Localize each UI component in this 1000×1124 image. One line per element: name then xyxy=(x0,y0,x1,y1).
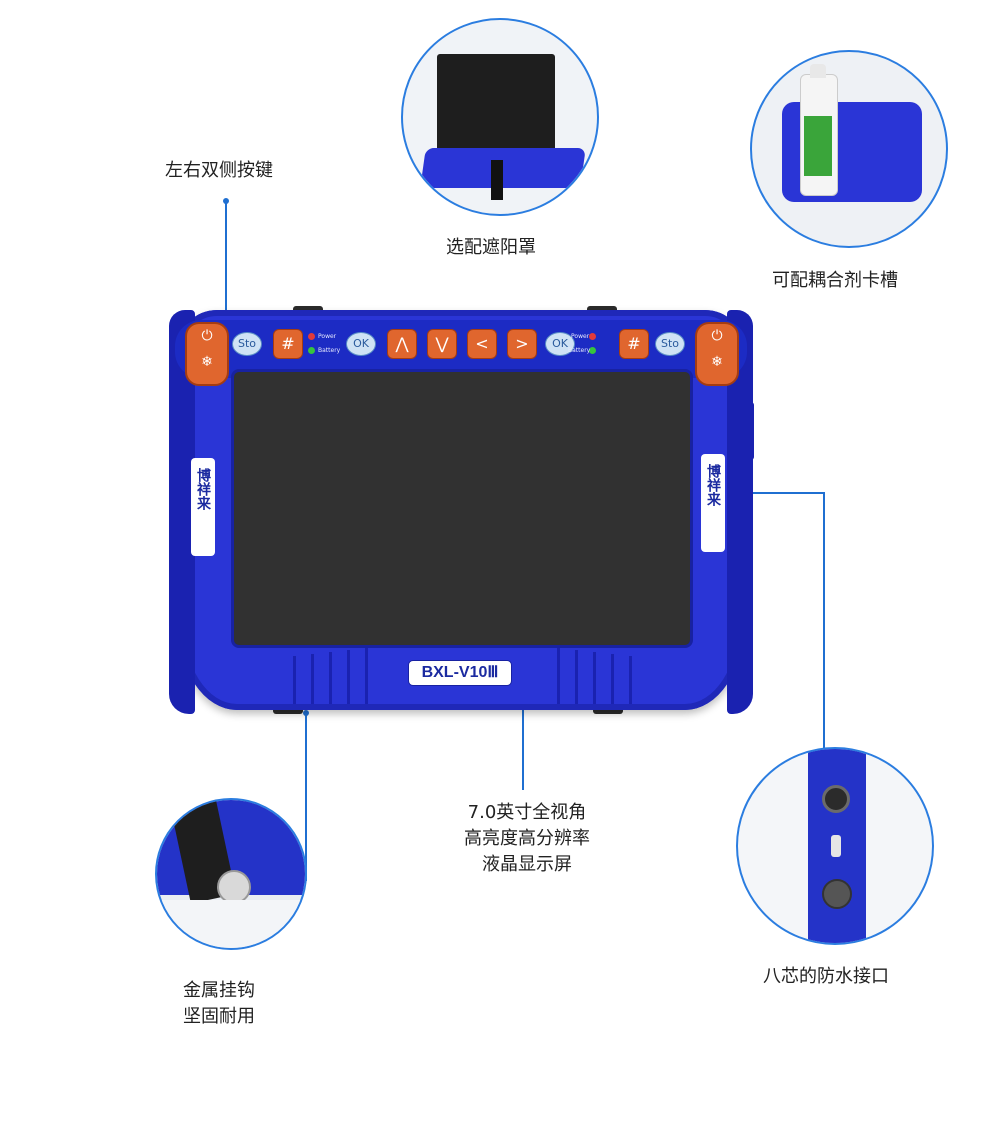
ok-button-left[interactable]: OK xyxy=(346,332,376,356)
callout-line-hook-v xyxy=(305,713,307,881)
side-port-cover xyxy=(740,402,754,460)
vent-right-4 xyxy=(611,654,614,704)
sunshade-box xyxy=(437,54,555,164)
left-brand-plate: 博祥来 xyxy=(191,458,215,556)
power-icon: ⏻ xyxy=(201,328,213,344)
hook-photo xyxy=(155,798,307,950)
label-screen-line3: 液晶显示屏 xyxy=(482,854,572,875)
vent-right-2 xyxy=(575,650,578,704)
connector-switch xyxy=(831,835,841,857)
power-icon: ⏻ xyxy=(711,328,723,344)
down-button[interactable]: ⋁ xyxy=(427,329,457,359)
arrow-left-icon: < xyxy=(475,334,489,353)
hook-ring xyxy=(217,870,251,904)
label-screen-line1: 7.0英寸全视角 xyxy=(467,802,587,823)
grid-icon: # xyxy=(281,334,295,353)
brand-text-left: 博祥来 xyxy=(195,468,211,510)
callout-line-connector-h xyxy=(735,492,825,494)
vent-left-5 xyxy=(365,648,368,704)
grid-button-left[interactable]: # xyxy=(273,329,303,359)
connector-port-top xyxy=(822,785,850,813)
left-button[interactable]: < xyxy=(467,329,497,359)
right-power-freeze-button[interactable]: ⏻ ❄ xyxy=(695,322,739,386)
label-side-buttons: 左右双侧按键 xyxy=(165,160,273,181)
arrow-down-icon: ⋁ xyxy=(435,334,449,353)
sto-button-right[interactable]: Sto xyxy=(655,332,685,356)
label-hook-line1: 金属挂钩 xyxy=(183,980,255,1001)
ok-button-right[interactable]: OK xyxy=(545,332,575,356)
battery-label-left: Battery xyxy=(318,347,341,354)
vent-right-5 xyxy=(629,656,632,704)
grid-button-right[interactable]: # xyxy=(619,329,649,359)
vent-left-2 xyxy=(311,654,314,704)
vent-left-3 xyxy=(329,652,332,704)
sunshade-photo xyxy=(401,18,599,216)
lcd-screen xyxy=(231,369,693,648)
label-screen: 7.0英寸全视角 高亮度高分辨率 液晶显示屏 xyxy=(464,800,590,878)
label-hook-line2: 坚固耐用 xyxy=(183,1006,255,1027)
couplant-bottle-cap xyxy=(810,64,826,78)
callout-line-connector-v xyxy=(823,492,825,792)
arrow-up-icon: ⋀ xyxy=(395,334,409,353)
sto-button-left[interactable]: Sto xyxy=(232,332,262,356)
couplant-bottle-label xyxy=(804,116,832,176)
model-badge: BXL-V10Ⅲ xyxy=(408,660,512,686)
label-screen-line2: 高亮度高分辨率 xyxy=(464,828,590,849)
vent-right-3 xyxy=(593,652,596,704)
snowflake-icon: ❄ xyxy=(711,354,723,370)
callout-line-side-buttons xyxy=(225,201,227,345)
label-connector: 八芯的防水接口 xyxy=(763,966,889,987)
label-sunshade: 选配遮阳罩 xyxy=(446,237,536,258)
hook-base-shadow xyxy=(157,900,305,948)
right-brand-plate: 博祥来 xyxy=(701,454,725,552)
couplant-slot-photo xyxy=(750,50,948,248)
label-hook: 金属挂钩 坚固耐用 xyxy=(183,978,255,1030)
connector-port-bottom xyxy=(822,879,852,909)
battery-led-left xyxy=(308,347,315,354)
brand-text-right: 博祥来 xyxy=(705,464,721,506)
up-button[interactable]: ⋀ xyxy=(387,329,417,359)
battery-led-right xyxy=(589,347,596,354)
grid-icon: # xyxy=(627,334,641,353)
vent-left-4 xyxy=(347,650,350,704)
ultrasonic-device: ⏻ ❄ Sto # Power Battery OK ⋀ ⋁ < > OK Po… xyxy=(165,298,757,718)
snowflake-icon: ❄ xyxy=(201,354,213,370)
control-panel xyxy=(175,320,747,378)
power-label-left: Power xyxy=(318,333,337,340)
vent-left-1 xyxy=(293,656,296,704)
sunshade-device-base xyxy=(420,148,586,188)
connector-photo xyxy=(736,747,934,945)
right-button[interactable]: > xyxy=(507,329,537,359)
power-led-left xyxy=(308,333,315,340)
sunshade-strap xyxy=(491,160,503,200)
vent-right-1 xyxy=(557,648,560,704)
power-led-right xyxy=(589,333,596,340)
arrow-right-icon: > xyxy=(515,334,529,353)
label-couplant-slot: 可配耦合剂卡槽 xyxy=(772,270,898,291)
left-power-freeze-button[interactable]: ⏻ ❄ xyxy=(185,322,229,386)
battery-label-right: Battery xyxy=(568,347,591,354)
power-label-right: Power xyxy=(571,333,590,340)
